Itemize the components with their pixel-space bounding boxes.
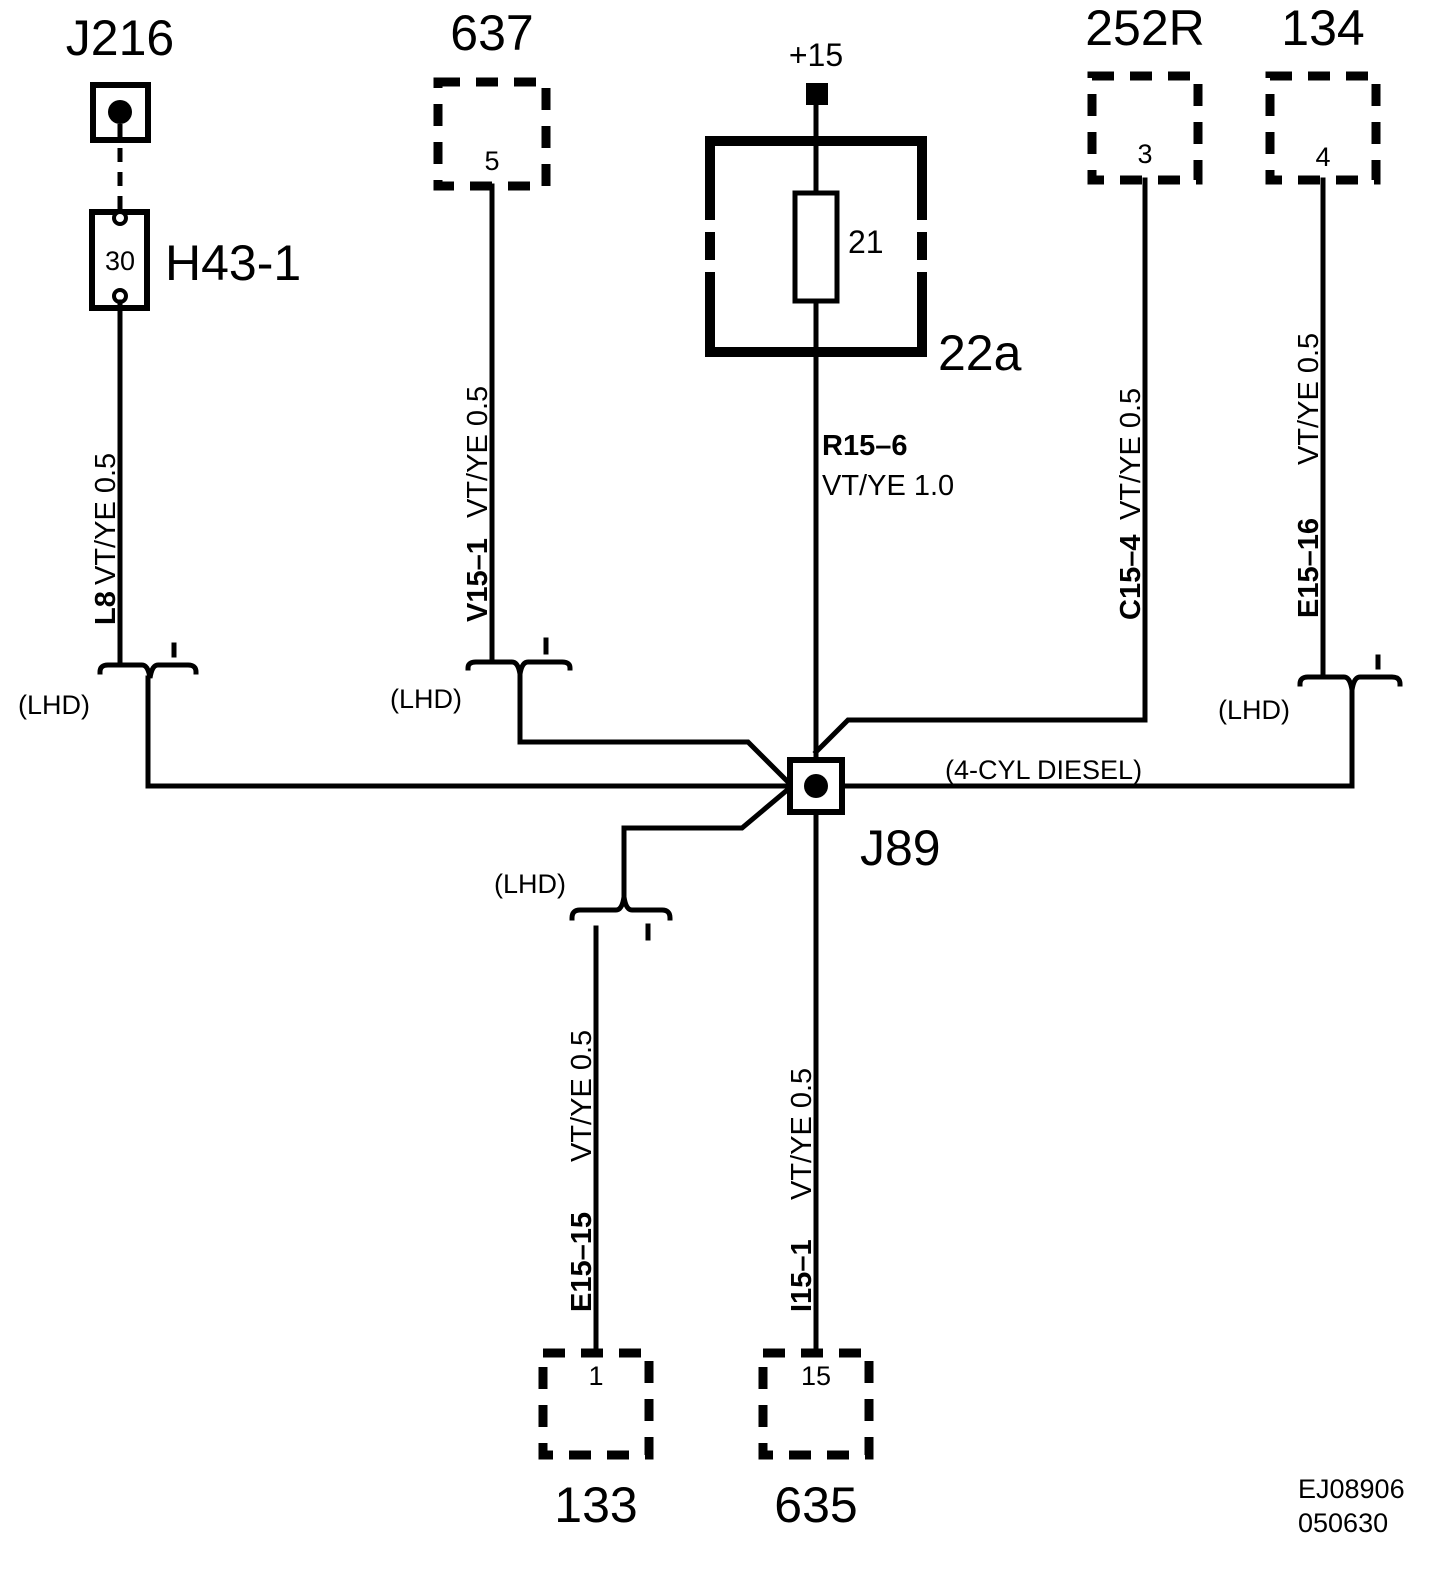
c635-connector [758, 1348, 874, 1460]
c252r-pin: 3 [1137, 139, 1152, 169]
fusebox-22a-label: 22a [938, 325, 1022, 381]
c252r-connector [1087, 71, 1203, 185]
ref-code: EJ08906 [1298, 1474, 1405, 1504]
c133-connector [538, 1348, 654, 1460]
c134-label: 134 [1281, 0, 1364, 56]
wire-e15-15-spec: VT/YE 0.5 [566, 1030, 598, 1162]
c133-label: 133 [554, 1477, 637, 1533]
wire-l8-spec: VT/YE 0.5 [90, 453, 122, 585]
diesel-note: (4-CYL DIESEL) [945, 755, 1142, 785]
j89-label: J89 [860, 820, 941, 876]
j89-splice [787, 757, 845, 815]
wire-r15-6-spec: VT/YE 1.0 [822, 470, 954, 502]
wire-i15-1-code: I15–1 [786, 1239, 818, 1312]
wire-i15-1-spec: VT/YE 0.5 [786, 1068, 818, 1200]
wire-e15-16-spec: VT/YE 0.5 [1293, 333, 1325, 465]
supply-label: +15 [789, 37, 843, 73]
supply-terminal [806, 83, 828, 105]
fuse-21 [792, 190, 840, 304]
lhd-note-bottom: (LHD) [494, 869, 566, 899]
wire-e15-15-code: E15–15 [566, 1212, 598, 1312]
wire-c15-4 [812, 177, 1148, 756]
wire-v15-1-branch [517, 671, 796, 790]
c134-connector [1265, 71, 1381, 185]
wire-l8-code: L8 [90, 591, 122, 625]
wire-c15-4-spec: VT/YE 0.5 [1115, 388, 1147, 520]
lhd-note-right: (LHD) [1218, 695, 1290, 725]
j216-terminal [90, 82, 151, 143]
h43-1-pin: 30 [105, 246, 135, 276]
c635-label: 635 [774, 1477, 857, 1533]
wire-v15-1-spec: VT/YE 0.5 [462, 386, 494, 518]
wire-e15-15-branch [621, 782, 796, 900]
c635-pin: 15 [801, 1361, 831, 1391]
c252r-label: 252R [1085, 0, 1205, 56]
lhd-brace-bottom [569, 896, 673, 941]
lhd-brace-v15 [465, 637, 573, 675]
j216-label: J216 [66, 10, 174, 66]
h43-1-label: H43-1 [165, 235, 301, 291]
wire-r15-6-code: R15–6 [822, 430, 907, 462]
wire-l8-branch [145, 675, 819, 789]
lhd-brace-right [1297, 654, 1403, 691]
wire-c15-4-code: C15–4 [1115, 535, 1147, 620]
fuse-21-label: 21 [848, 224, 884, 260]
lhd-note-v15: (LHD) [390, 684, 462, 714]
wire-e15-16-code: E15–16 [1293, 518, 1325, 618]
c637-label: 637 [450, 5, 533, 61]
ref-date: 050630 [1298, 1508, 1388, 1538]
lhd-brace-left [97, 642, 199, 679]
c637-pin: 5 [484, 146, 499, 176]
wire-v15-1-code: V15–1 [462, 538, 494, 622]
c133-pin: 1 [588, 1361, 603, 1391]
c134-pin: 4 [1315, 142, 1330, 172]
lhd-note-left: (LHD) [18, 690, 90, 720]
wire-e15-16-branch [813, 687, 1355, 789]
